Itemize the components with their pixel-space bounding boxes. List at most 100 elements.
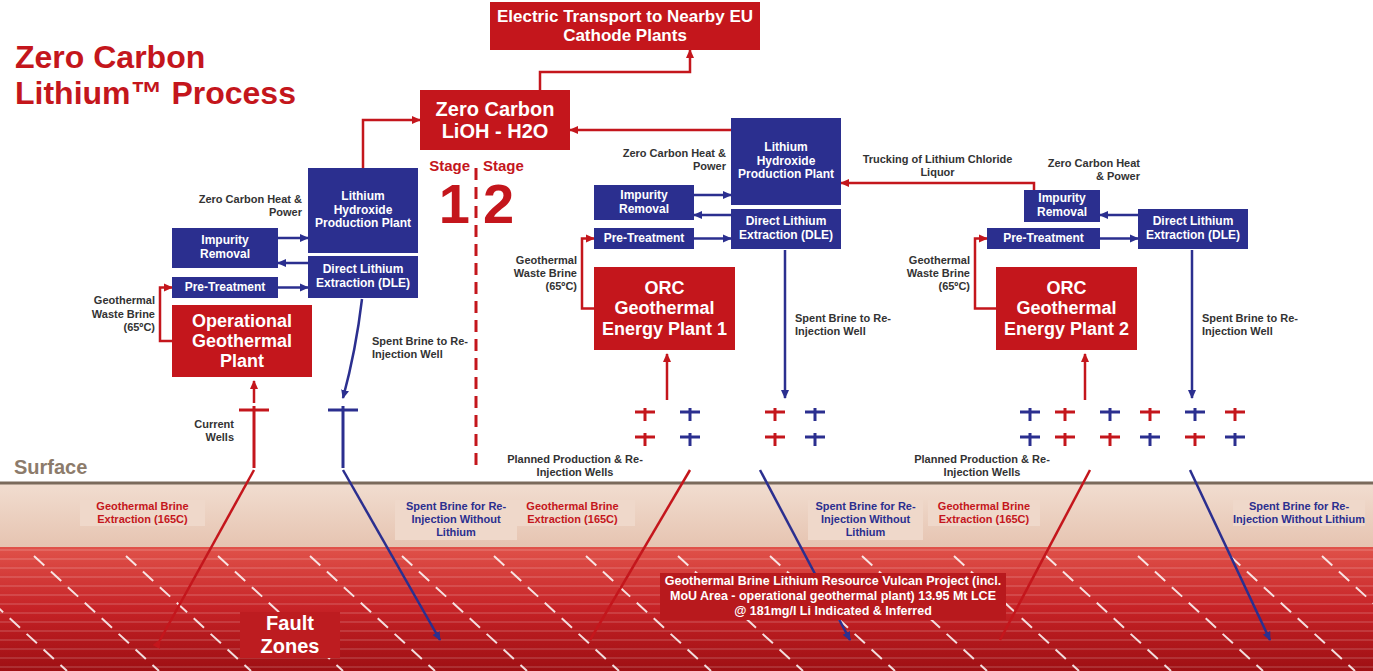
- well-symbol: [1194, 433, 1197, 446]
- edge-label: Geothermal Waste Brine (65ºC): [888, 254, 970, 294]
- annotation-label: Geothermal Brine Extraction (165C): [510, 500, 635, 526]
- process-box: Lithium Hydroxide Production Plant: [731, 118, 841, 205]
- annotation-label: Spent Brine for Re-Injection Without Lit…: [1233, 500, 1365, 526]
- node-text: Electric Transport to Nearby EU Cathode …: [494, 7, 756, 45]
- annotation-label: Spent Brine to Re-Injection Well: [795, 312, 899, 338]
- flow-arrow: [540, 50, 690, 90]
- node-text: Direct Lithium Extraction (DLE): [1141, 215, 1245, 243]
- edge-label: Geothermal Waste Brine (65ºC): [495, 254, 577, 294]
- fault-line: [1322, 556, 1373, 671]
- flow-arrow: [694, 194, 731, 197]
- annotation-label: Fault Zones: [240, 612, 340, 658]
- fault-line: [126, 556, 251, 671]
- well-symbol: [1109, 433, 1112, 446]
- process-box: Pre-Treatment: [987, 228, 1100, 249]
- node-text: Impurity Removal: [175, 234, 275, 262]
- fault-line: [494, 556, 619, 671]
- node-text: Operational Geothermal Plant: [176, 311, 308, 371]
- well-symbol: [1029, 408, 1032, 421]
- node-text: Pre-Treatment: [604, 232, 685, 246]
- flow-arrow: [582, 239, 594, 309]
- well-symbol: [1109, 408, 1112, 421]
- node-text: Lithium Hydroxide Production Plant: [734, 141, 838, 182]
- annotation-label: Spent Brine to Re-Injection Well: [1202, 312, 1312, 338]
- annotation-label: Surface: [14, 455, 114, 479]
- diagram-title: Zero Carbon Lithium™ Process: [15, 40, 325, 112]
- well-symbol: [814, 408, 817, 421]
- well-symbol: [1234, 408, 1237, 421]
- process-box: Impurity Removal: [594, 185, 694, 220]
- process-box: Direct Lithium Extraction (DLE): [731, 209, 841, 249]
- annotation-label: Current Wells: [172, 418, 234, 444]
- node-text: Impurity Removal: [1027, 192, 1097, 220]
- process-box: Impurity Removal: [172, 228, 278, 268]
- flow-arrow: [570, 129, 731, 132]
- well-symbol: [1029, 433, 1032, 446]
- flow-arrow: [694, 214, 731, 217]
- well-symbol: [774, 433, 777, 446]
- flow-arrow: [363, 120, 420, 168]
- well-symbol: [644, 408, 647, 421]
- process-box: Pre-Treatment: [172, 277, 278, 298]
- stage-number: 2: [483, 176, 533, 232]
- plant-box: ORC Geothermal Energy Plant 1: [594, 267, 735, 350]
- annotation-label: Stage: [483, 157, 533, 175]
- plant-box: Operational Geothermal Plant: [172, 305, 312, 377]
- well-symbol: [644, 433, 647, 446]
- process-box: Pre-Treatment: [594, 228, 694, 249]
- well-symbol: [1234, 433, 1237, 446]
- fault-line: [1046, 556, 1171, 671]
- annotation-label: Spent Brine to Re-Injection Well: [372, 335, 476, 361]
- annotation-label: Stage: [420, 157, 470, 175]
- annotation-label: Spent Brine for Re-Injection Without Lit…: [808, 500, 923, 540]
- well-symbol: [689, 433, 692, 446]
- annotation-label: Zero Carbon Heat & Power: [612, 147, 726, 173]
- well-symbol: [253, 406, 256, 468]
- well-symbol: [774, 408, 777, 421]
- plant-box: ORC Geothermal Energy Plant 2: [996, 267, 1137, 350]
- annotation-label: Geothermal Brine Extraction (165C): [80, 500, 205, 526]
- plant-box: Electric Transport to Nearby EU Cathode …: [490, 2, 760, 50]
- well-symbol: [1194, 408, 1197, 421]
- resource-band: Geothermal Brine Lithium Resource Vulcan…: [0, 547, 1373, 671]
- node-text: Pre-Treatment: [185, 281, 266, 295]
- fault-line: [218, 556, 343, 671]
- well-symbol: [1149, 408, 1152, 421]
- annotation-label: Zero Carbon Heat & Power: [1040, 157, 1140, 183]
- process-box: Direct Lithium Extraction (DLE): [1138, 209, 1248, 249]
- flow-arrow: [160, 288, 172, 342]
- node-text: Direct Lithium Extraction (DLE): [734, 215, 838, 243]
- flow-arrow: [278, 237, 308, 240]
- edge-label: Geothermal Waste Brine (65ºC): [73, 294, 155, 334]
- well-symbol: [342, 406, 345, 468]
- fault-line: [1230, 556, 1355, 671]
- well-symbol: [1149, 433, 1152, 446]
- node-text: Geothermal Brine Lithium Resource Vulcan…: [660, 573, 1006, 620]
- process-box: Impurity Removal: [1024, 190, 1100, 222]
- edge-label: Trucking of Lithium Chloride Liquor: [863, 153, 1013, 179]
- node-text: ORC Geothermal Energy Plant 1: [598, 278, 731, 338]
- flow-arrow: [841, 183, 1034, 190]
- flow-arrow: [1100, 214, 1138, 217]
- well-symbol: [689, 408, 692, 421]
- process-box: Direct Lithium Extraction (DLE): [308, 256, 418, 298]
- fault-line: [1138, 556, 1263, 671]
- well-symbol: [1064, 408, 1067, 421]
- flow-arrow: [975, 239, 996, 309]
- node-text: Zero Carbon LiOH - H2O: [424, 98, 566, 143]
- node-text: Direct Lithium Extraction (DLE): [311, 263, 415, 291]
- flow-arrow: [694, 237, 731, 240]
- fault-line: [34, 556, 159, 671]
- well-symbol: [814, 433, 817, 446]
- node-text: ORC Geothermal Energy Plant 2: [1000, 278, 1133, 338]
- annotation-label: Planned Production & Re-Injection Wells: [505, 453, 645, 479]
- process-box: Lithium Hydroxide Production Plant: [308, 168, 418, 253]
- stage-number: 1: [420, 176, 470, 232]
- plant-box: Zero Carbon LiOH - H2O: [420, 90, 570, 150]
- flow-arrow: [278, 286, 308, 289]
- annotation-label: Planned Production & Re-Injection Wells: [912, 453, 1052, 479]
- node-text: Impurity Removal: [597, 189, 691, 217]
- node-text: Pre-Treatment: [1003, 232, 1084, 246]
- node-text: Lithium Hydroxide Production Plant: [311, 190, 415, 231]
- annotation-label: Zero Carbon Heat & Power: [198, 193, 302, 219]
